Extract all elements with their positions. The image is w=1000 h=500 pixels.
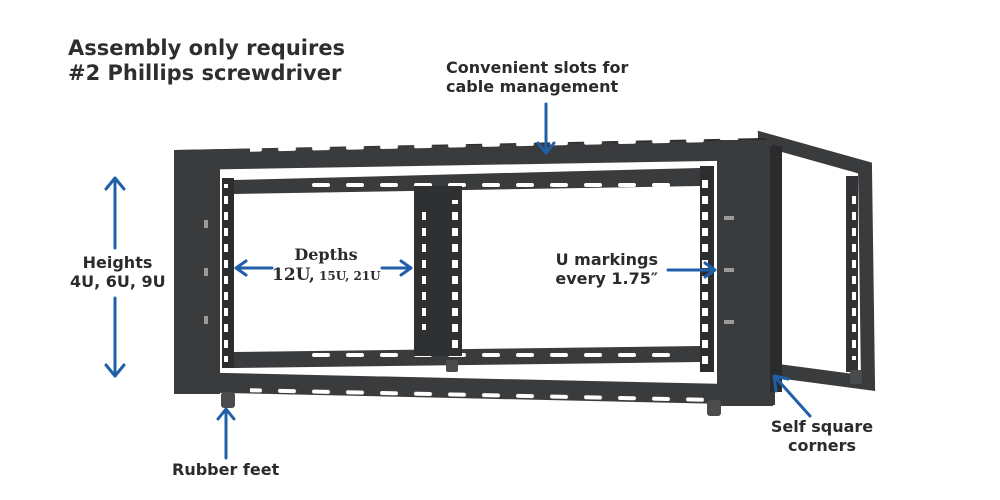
self-square-line-2: corners [787, 435, 857, 455]
headline: Assembly only requires #2 Phillips screw… [68, 36, 345, 86]
rubber-foot-right [707, 400, 721, 416]
heights-title: Heights [82, 253, 153, 272]
depths-callout: Depths 12U, 15U, 21U [272, 245, 381, 285]
depths-title: Depths [294, 245, 358, 264]
depth-15u: 15U, [314, 268, 350, 283]
u-markings-line-1: U markings [555, 250, 658, 269]
front-left-post [174, 150, 234, 394]
cable-slots-line-1: Convenient slots for [446, 58, 629, 77]
center-post [414, 186, 462, 356]
heights-callout: Heights 4U, 6U, 9U [70, 253, 166, 292]
rubber-foot-left [221, 392, 235, 408]
depths-values: 12U, 15U, 21U [272, 264, 381, 285]
depth-21u: 21U [349, 268, 381, 283]
self-square-line-1: Self square [770, 417, 874, 436]
rubber-feet-callout: Rubber feet [172, 460, 280, 479]
headline-line-2: #2 Phillips screwdriver [68, 61, 342, 86]
cable-slots-line-2: cable management [446, 76, 619, 96]
headline-line-1: Assembly only requires [68, 36, 346, 60]
cable-slots-callout: Convenient slots for cable management [446, 58, 629, 97]
u-markings-callout: U markings every 1.75″ [540, 250, 658, 289]
u-markings-line-2: every 1.75″ [555, 268, 658, 288]
heights-values: 4U, 6U, 9U [70, 271, 166, 291]
self-square-callout: Self square corners [766, 417, 878, 456]
depth-12u: 12U, [272, 264, 315, 285]
self-square-arrow [774, 376, 812, 418]
